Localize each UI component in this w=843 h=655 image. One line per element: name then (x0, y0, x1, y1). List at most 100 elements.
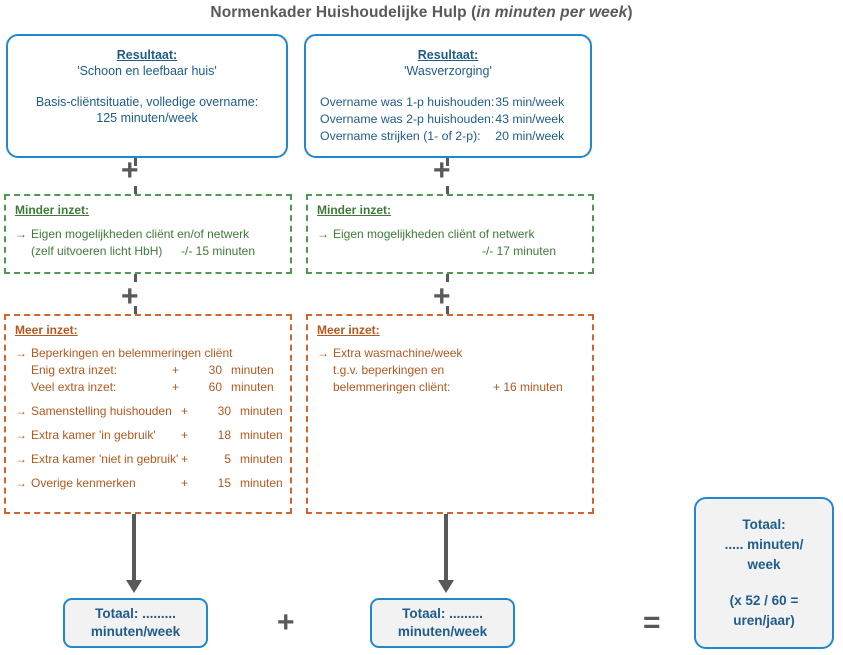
left-meer-value-1: 30 (208, 363, 222, 377)
left-meer-label-5: Extra kamer 'niet in gebruik' (31, 452, 179, 466)
right-result-label-0: Overname was 1-p huishouden: (320, 95, 495, 109)
left-meer-value-6: 15 (217, 476, 231, 490)
left-meer-unit-6: minuten (240, 476, 283, 490)
arrow-right-icon: → (15, 428, 27, 442)
left-meer-row: → Extra kamer 'in gebruik' + 18 minuten (15, 427, 290, 444)
left-meer-label-4: Extra kamer 'in gebruik' (31, 428, 156, 442)
right-result-box: Resultaat: 'Wasverzorging' Overname was … (304, 34, 592, 158)
left-meer-heading: Meer inzet: (15, 323, 78, 337)
left-result-box: Resultaat: 'Schoon en leefbaar huis' Bas… (6, 34, 288, 158)
left-meer-row: Veel extra inzet: + 60 minuten (31, 379, 290, 396)
right-result-value-0: 35 min/week (495, 95, 565, 109)
left-minder-value: -/- 15 minuten (181, 244, 256, 258)
right-result-row: Overname was 2-p huishouden: 43 min/week (320, 111, 590, 128)
left-connector-tick-2 (134, 186, 137, 194)
left-meer-unit-1: minuten (231, 363, 274, 377)
grand-total-line1: Totaal: (742, 517, 786, 532)
left-result-body-line2: 125 minuten/week (96, 111, 198, 125)
left-meer-sign-4: + (181, 428, 189, 442)
left-meer-label-2: Veel extra inzet: (31, 380, 117, 394)
right-meer-inzet-box: Meer inzet: → Extra wasmachine/week t.g.… (306, 314, 594, 514)
left-meer-unit-4: minuten (240, 428, 283, 442)
left-connector-tick-3 (134, 274, 137, 282)
grand-total-line4: (x 52 / 60 = (729, 593, 799, 608)
right-connector-tick-4 (446, 306, 449, 314)
left-result-subtitle: 'Schoon en leefbaar huis' (77, 64, 217, 78)
right-result-heading: Resultaat: (417, 48, 479, 62)
right-result-label-2: Overname strijken (1- of 2-p): (320, 129, 481, 143)
left-meer-unit-3: minuten (240, 404, 283, 418)
right-connector-tick-3 (446, 274, 449, 282)
left-meer-sign-3: + (181, 404, 189, 418)
left-minder-item-line2: (zelf uitvoeren licht HbH) (31, 244, 163, 258)
left-meer-row: → Beperkingen en belemmeringen cliënt (15, 345, 290, 362)
left-meer-value-3: 30 (217, 404, 231, 418)
right-result-row: Overname was 1-p huishouden: 35 min/week (320, 94, 590, 111)
right-result-subtitle: 'Wasverzorging' (404, 64, 492, 78)
right-meer-item-line1: Extra wasmachine/week (333, 346, 463, 360)
page-title-close: ) (627, 4, 633, 21)
right-minder-heading: Minder inzet: (317, 203, 391, 217)
right-down-arrow-shaft (444, 514, 448, 582)
right-meer-heading: Meer inzet: (317, 323, 380, 337)
left-connector-tick-1 (134, 158, 137, 166)
arrow-right-icon: → (317, 227, 329, 241)
left-meer-label-0: Beperkingen en belemmeringen cliënt (31, 346, 233, 360)
left-meer-unit-5: minuten (240, 452, 283, 466)
left-result-body-line1: Basis-cliëntsituatie, volledige overname… (35, 95, 259, 109)
right-total-line2: minuten/week (397, 624, 488, 639)
left-minder-item-line1: Eigen mogelijkheden cliënt en/of netwerk (31, 227, 250, 241)
totals-plus: + (277, 606, 295, 639)
page-title-italic: in minuten per week (476, 4, 628, 21)
left-meer-label-6: Overige kenmerken (31, 476, 136, 490)
left-minder-inzet-box: Minder inzet: → Eigen mogelijkheden clië… (4, 194, 292, 274)
left-plus-2: + (121, 280, 139, 313)
left-meer-row: → Overige kenmerken + 15 minuten (15, 475, 290, 492)
right-result-value-1: 43 min/week (495, 112, 565, 126)
left-down-arrow-shaft (132, 514, 136, 582)
left-meer-row: → Samenstelling huishouden + 30 minuten (15, 403, 290, 420)
right-minder-value: -/- 17 minuten (481, 244, 556, 258)
left-minder-heading: Minder inzet: (15, 203, 89, 217)
left-total-box: Totaal: ......... minuten/week (63, 598, 208, 648)
left-meer-unit-2: minuten (231, 380, 274, 394)
grand-total-equals: = (643, 606, 661, 639)
right-meer-item-line2: t.g.v. beperkingen en (333, 363, 445, 377)
left-total-line1: Totaal: ......... (95, 606, 176, 621)
left-meer-row: → Extra kamer 'niet in gebruik' + 5 minu… (15, 451, 290, 468)
left-meer-inzet-box: Meer inzet: → Beperkingen en belemmering… (4, 314, 292, 514)
right-result-value-2: 20 min/week (495, 129, 565, 143)
left-meer-row: Enig extra inzet: + 30 minuten (31, 362, 290, 379)
page-title: Normenkader Huishoudelijke Hulp (in minu… (0, 0, 843, 26)
grand-total-line2: ..... minuten/ (724, 537, 804, 552)
right-connector-tick-1 (446, 158, 449, 166)
right-meer-item-line3: belemmeringen cliënt: (333, 380, 451, 394)
left-connector-tick-4 (134, 306, 137, 314)
right-minder-inzet-box: Minder inzet: → Eigen mogelijkheden clië… (306, 194, 594, 274)
page-title-main: Normenkader Huishoudelijke Hulp ( (210, 4, 477, 21)
right-connector-tick-2 (446, 186, 449, 194)
left-meer-value-4: 18 (217, 428, 231, 442)
left-meer-sign-5: + (181, 452, 189, 466)
left-result-heading: Resultaat: (116, 48, 178, 62)
left-meer-sign-2: + (172, 380, 180, 394)
left-meer-value-5: 5 (224, 452, 231, 466)
right-down-arrow-head (438, 580, 454, 593)
left-down-arrow-head (126, 580, 142, 593)
left-meer-label-3: Samenstelling huishouden (31, 404, 172, 418)
left-meer-value-2: 60 (208, 380, 222, 394)
grand-total-box: Totaal: ..... minuten/ week (x 52 / 60 =… (694, 497, 834, 649)
left-total-line2: minuten/week (90, 624, 181, 639)
arrow-right-icon: → (15, 476, 27, 490)
right-result-row: Overname strijken (1- of 2-p): 20 min/we… (320, 128, 590, 145)
right-total-box: Totaal: ......... minuten/week (370, 598, 515, 648)
arrow-right-icon: → (15, 346, 27, 360)
right-meer-value: + 16 minuten (493, 380, 563, 394)
left-meer-sign-1: + (172, 363, 180, 377)
right-minder-item-line1: Eigen mogelijkheden cliënt of netwerk (333, 227, 535, 241)
arrow-right-icon: → (317, 346, 329, 360)
arrow-right-icon: → (15, 404, 27, 418)
grand-total-line5: uren/jaar) (733, 613, 795, 628)
arrow-right-icon: → (15, 227, 27, 241)
